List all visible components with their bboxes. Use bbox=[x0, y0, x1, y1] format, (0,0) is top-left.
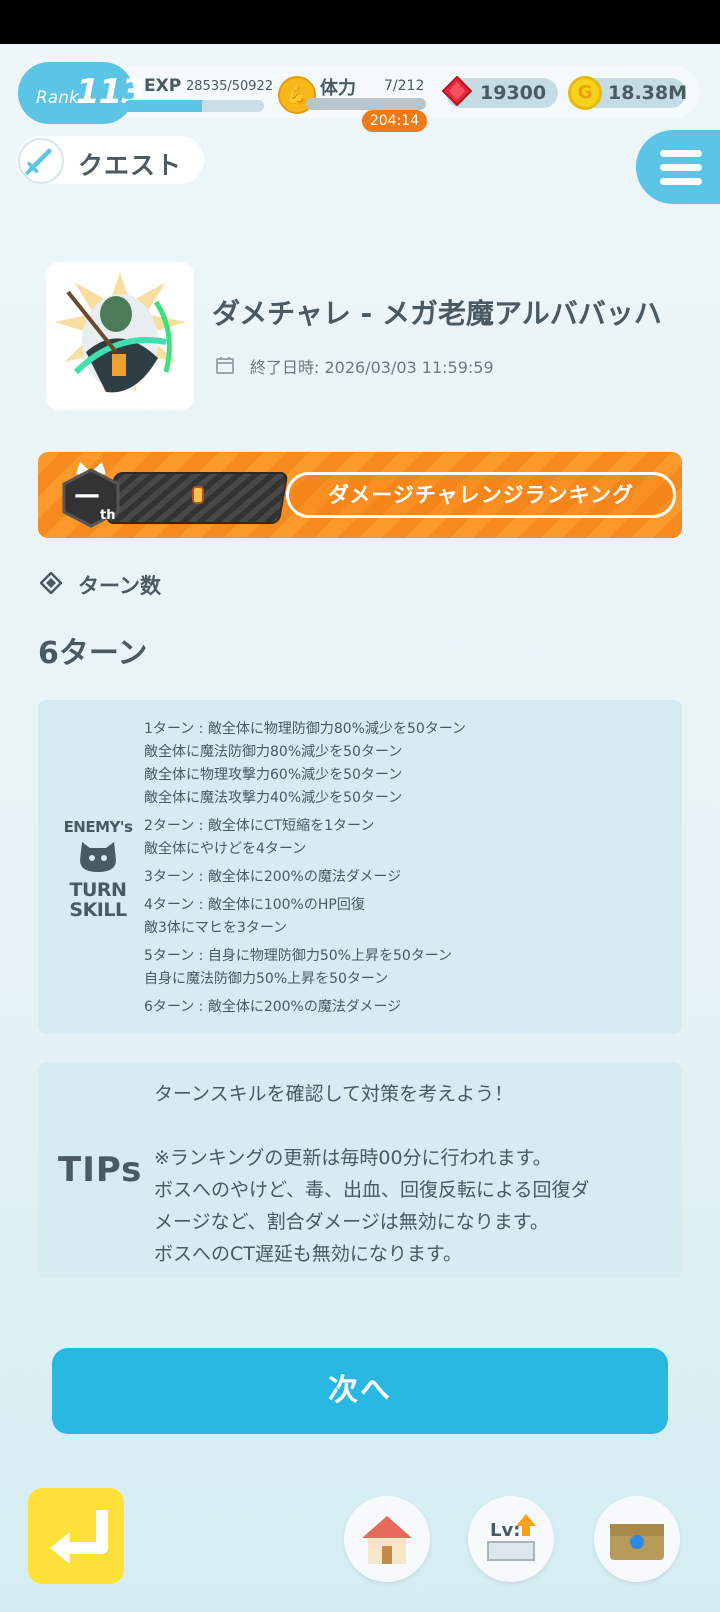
turn-skill-line: 6ターン : 敵全体に200%の魔法ダメージ bbox=[144, 999, 402, 1015]
svg-text:Lv:: Lv: bbox=[490, 1520, 520, 1541]
tips-spacer bbox=[154, 1110, 589, 1142]
quest-label: クエスト bbox=[78, 151, 183, 180]
turn-skill-line: 敵3体にマヒを3ターン bbox=[144, 920, 288, 936]
tips-line: メージなど、割合ダメージは無効になります。 bbox=[154, 1211, 549, 1233]
hamburger-icon-bar bbox=[660, 178, 702, 185]
rank-badge[interactable]: Rank 113 bbox=[18, 62, 145, 124]
turn-skill-line: 5ターン : 自身に物理防御力50%上昇を50ターン bbox=[144, 948, 453, 964]
turn-skill-line: 2ターン : 敵全体にCT短縮を1ターン bbox=[144, 818, 375, 834]
enemy-badge-top: ENEMY's bbox=[63, 818, 133, 836]
gem-icon bbox=[442, 76, 472, 106]
level-up-button[interactable]: Lv: bbox=[468, 1496, 554, 1582]
treasure-chest-icon bbox=[610, 1524, 664, 1560]
gold-coin-icon: G bbox=[568, 76, 602, 110]
rank-hexagon-icon bbox=[62, 462, 120, 528]
tips-line: ターンスキルを確認して対策を考えよう！ bbox=[154, 1083, 514, 1105]
turn-skill-group: 3ターン : 敵全体に200%の魔法ダメージ bbox=[144, 866, 466, 889]
stamina-bar bbox=[306, 98, 426, 110]
level-up-icon: Lv: bbox=[487, 1514, 536, 1561]
exp-bar-fill bbox=[124, 100, 203, 112]
rank-marker bbox=[192, 486, 204, 504]
exp-value: 28535/50922 bbox=[186, 79, 274, 94]
turn-skill-group: 5ターン : 自身に物理防御力50%上昇を50ターン自身に魔法防御力50%上昇を… bbox=[144, 945, 466, 991]
hamburger-icon-bar bbox=[660, 164, 702, 171]
exp-bar bbox=[124, 100, 264, 112]
rank-label: Rank bbox=[36, 88, 79, 108]
stamina-value: 7/212 bbox=[384, 78, 425, 94]
rank-position: — bbox=[74, 480, 100, 510]
stamina-label: 体力 bbox=[320, 78, 356, 99]
turn-skill-group: 2ターン : 敵全体にCT短縮を1ターン敵全体にやけどを4ターン bbox=[144, 815, 466, 861]
stamina-timer: 204:14 bbox=[362, 110, 427, 132]
menu-button[interactable] bbox=[636, 130, 720, 204]
home-button[interactable] bbox=[344, 1496, 430, 1582]
status-bar bbox=[0, 0, 720, 44]
sword-icon bbox=[18, 138, 64, 184]
ranking-button[interactable]: ダメージチャレンジランキング bbox=[286, 472, 676, 518]
enemy-badge-line1: TURN bbox=[69, 879, 127, 901]
turn-skill-line: 自身に魔法防御力50%上昇を50ターン bbox=[144, 971, 389, 987]
tips-text: ターンスキルを確認して対策を考えよう！ ※ランキングの更新は毎時00分に行われま… bbox=[154, 1078, 589, 1270]
enemy-badge-line2: SKILL bbox=[69, 899, 127, 921]
tips-line: ボスへのやけど、毒、出血、回復反転による回復ダ bbox=[154, 1179, 590, 1201]
tips-panel bbox=[38, 1062, 682, 1278]
turn-skill-list: 1ターン : 敵全体に物理防御力80%減少を50ターン敵全体に魔法防御力80%減… bbox=[144, 718, 466, 1024]
back-button[interactable] bbox=[28, 1488, 124, 1584]
event-title: ダメチャレ - メガ老魔アルババッハ bbox=[212, 297, 662, 330]
return-arrow-icon bbox=[50, 1510, 108, 1564]
turn-skill-line: 敵全体にやけどを4ターン bbox=[144, 841, 307, 857]
turn-skill-group: 6ターン : 敵全体に200%の魔法ダメージ bbox=[144, 996, 466, 1019]
gold-value: 18.38M bbox=[608, 82, 688, 104]
turn-skill-line: 敵全体に魔法防御力80%減少を50ターン bbox=[144, 744, 403, 760]
hamburger-icon bbox=[660, 150, 702, 157]
next-button[interactable]: 次へ bbox=[52, 1348, 668, 1434]
turn-skill-line: 敵全体に魔法攻撃力40%減少を50ターン bbox=[144, 790, 403, 806]
turn-count-value: 6ターン bbox=[38, 636, 148, 671]
event-end-date: 終了日時: 2026/03/03 11:59:59 bbox=[250, 358, 494, 377]
turn-skill-line: 敵全体に物理攻撃力60%減少を50ターン bbox=[144, 767, 403, 783]
turn-skill-group: 1ターン : 敵全体に物理防御力80%減少を50ターン敵全体に魔法防御力80%減… bbox=[144, 718, 466, 810]
gem-value: 19300 bbox=[480, 82, 547, 104]
enemy-turn-skill-panel bbox=[38, 700, 682, 1034]
exp-label: EXP bbox=[144, 76, 182, 96]
turn-skill-group: 4ターン : 敵全体に100%のHP回復敵3体にマヒを3ターン bbox=[144, 894, 466, 940]
rank-suffix: th bbox=[100, 508, 116, 523]
turn-skill-line: 1ターン : 敵全体に物理防御力80%減少を50ターン bbox=[144, 721, 467, 737]
turn-skill-line: 3ターン : 敵全体に200%の魔法ダメージ bbox=[144, 869, 402, 885]
calendar-icon bbox=[216, 357, 234, 374]
boss-portrait bbox=[46, 262, 194, 410]
tips-label: TIPs bbox=[58, 1150, 143, 1190]
tips-line: ※ランキングの更新は毎時00分に行われます。 bbox=[154, 1147, 552, 1169]
tips-line: ボスへのCT遅延も無効になります。 bbox=[154, 1243, 462, 1265]
diamond-icon bbox=[40, 572, 62, 594]
turn-skill-line: 4ターン : 敵全体に100%のHP回復 bbox=[144, 897, 365, 913]
house-icon bbox=[362, 1516, 412, 1564]
turn-count-header: ターン数 bbox=[78, 574, 161, 598]
monster-icon bbox=[80, 842, 116, 872]
inventory-button[interactable] bbox=[594, 1496, 680, 1582]
enemy-turn-skill-badge: ENEMY's TURN SKILL bbox=[58, 818, 138, 921]
